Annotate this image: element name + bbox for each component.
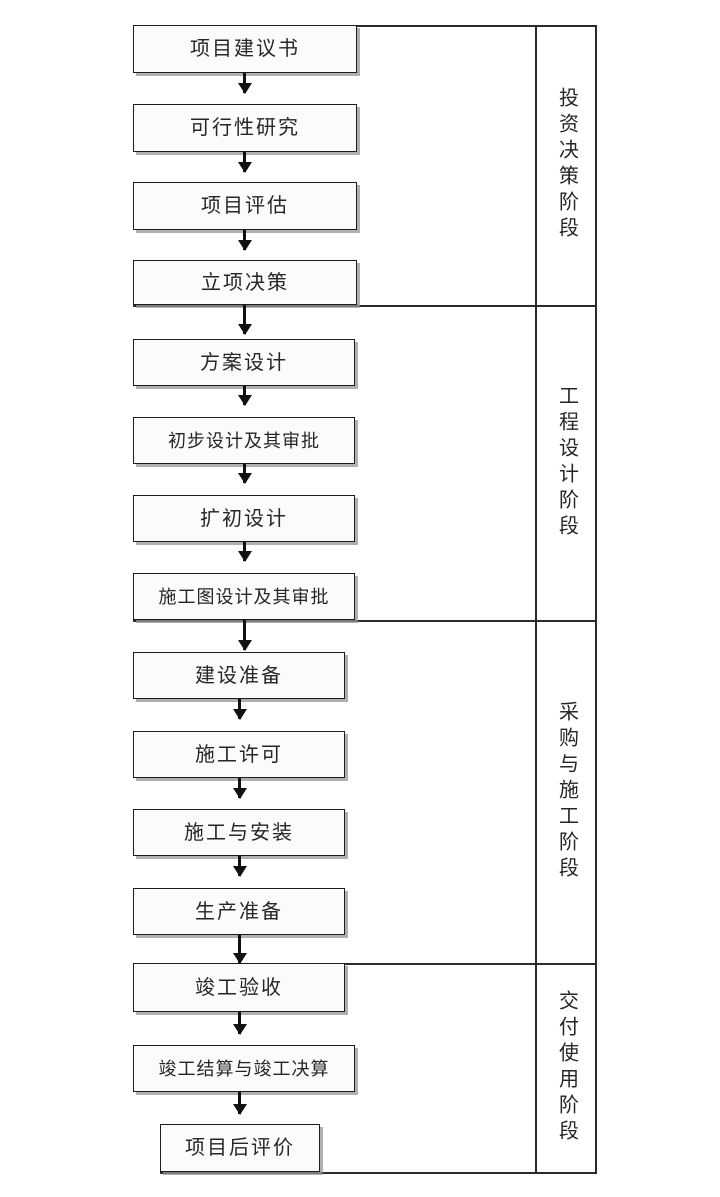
node-feasibility-study[interactable]: 可行性研究 bbox=[133, 104, 357, 152]
node-project-initiation-decision[interactable]: 立项决策 bbox=[133, 260, 357, 305]
node-completion-settlement-final-accounts-box[interactable]: 竣工结算与竣工决算 bbox=[133, 1045, 355, 1092]
phase-divider-1 bbox=[133, 305, 597, 307]
phase-column-left-border bbox=[535, 25, 537, 1173]
node-project-appraisal[interactable]: 项目评估 bbox=[133, 182, 357, 230]
edge-n2-n3 bbox=[243, 152, 246, 172]
edge-n3-n4 bbox=[243, 230, 246, 250]
node-preliminary-design-approval[interactable]: 初步设计及其审批 bbox=[133, 417, 355, 464]
edge-n7-n8 bbox=[243, 542, 246, 561]
table-top-border bbox=[133, 25, 597, 27]
edge-n4-n5 bbox=[243, 305, 246, 334]
phase-label-engineering-design: 工程设计阶段 bbox=[555, 384, 578, 541]
phase-label-delivery-use: 交付使用阶段 bbox=[555, 989, 578, 1146]
node-construction-installation[interactable]: 施工与安装 bbox=[133, 809, 345, 856]
edge-n12-n13 bbox=[238, 935, 241, 963]
edge-n1-n2 bbox=[243, 73, 246, 93]
node-project-proposal[interactable]: 项目建议书 bbox=[133, 25, 357, 73]
node-extended-preliminary-design[interactable]: 扩初设计 bbox=[133, 495, 355, 542]
edge-n13-n14 bbox=[238, 1012, 241, 1034]
node-completion-acceptance[interactable]: 竣工验收 bbox=[133, 963, 345, 1012]
phase-divider-3 bbox=[133, 963, 597, 965]
node-construction-preparation[interactable]: 建设准备 bbox=[133, 652, 345, 699]
edge-n6-n7 bbox=[243, 464, 246, 483]
table-bottom-border bbox=[160, 1172, 597, 1174]
node-post-project-evaluation[interactable]: 项目后评价 bbox=[160, 1124, 320, 1172]
phase-label-procurement-construction: 采购与施工阶段 bbox=[555, 700, 578, 883]
edge-n5-n6 bbox=[243, 386, 246, 405]
edge-n8-n9 bbox=[243, 620, 246, 650]
node-construction-permit[interactable]: 施工许可 bbox=[133, 731, 345, 778]
phase-column-right-border bbox=[595, 25, 597, 1173]
node-construction-drawing-design-approval[interactable]: 施工图设计及其审批 bbox=[133, 573, 355, 620]
phase-divider-2 bbox=[133, 620, 597, 622]
node-scheme-design[interactable]: 方案设计 bbox=[133, 339, 355, 386]
edge-n14-n15 bbox=[238, 1092, 241, 1114]
node-production-preparation[interactable]: 生产准备 bbox=[133, 888, 345, 935]
edge-n9-n10 bbox=[238, 699, 241, 719]
edge-n10-n11 bbox=[238, 778, 241, 798]
edge-n11-n12 bbox=[238, 856, 241, 876]
phase-label-investment-decision: 投资决策阶段 bbox=[555, 87, 578, 243]
